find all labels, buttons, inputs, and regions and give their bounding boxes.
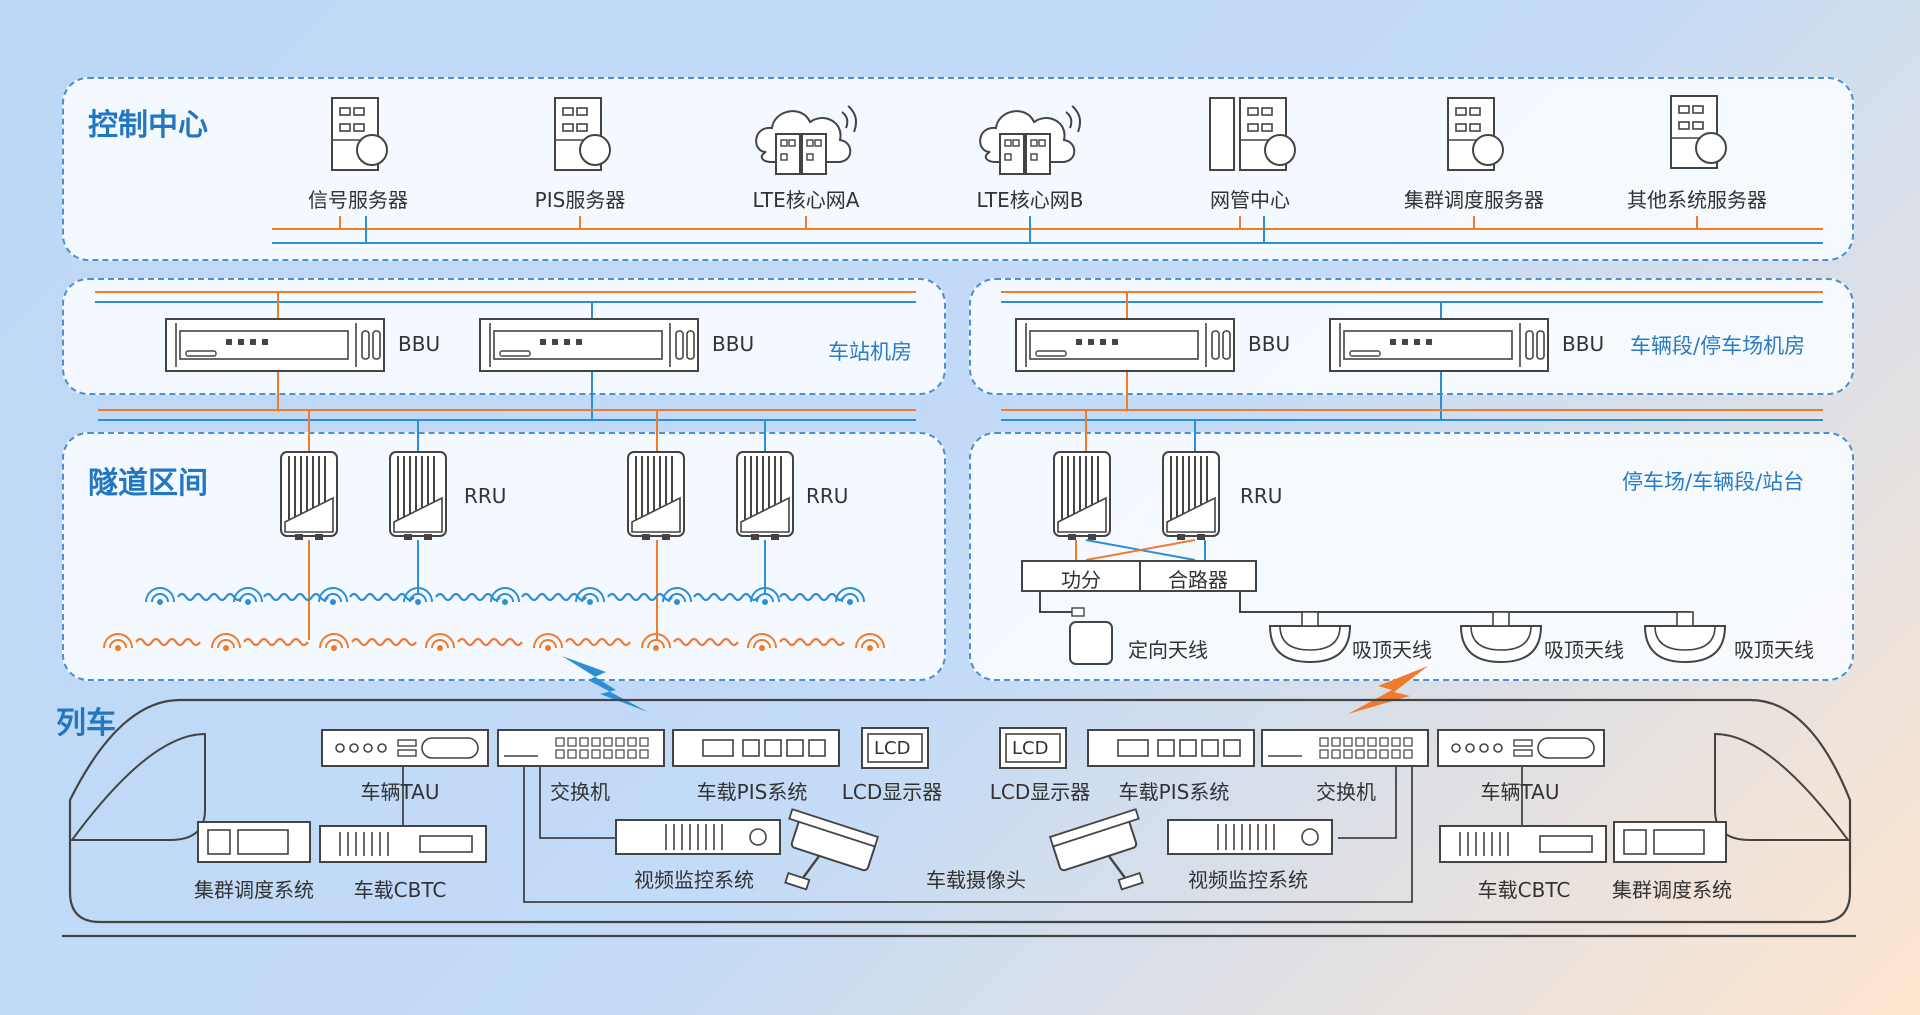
train-left-tau-label: 车辆TAU (360, 780, 440, 804)
train-left-cbtc-label: 车载CBTC (353, 878, 447, 902)
train-left-dispatch-label: 集群调度系统 (194, 878, 314, 902)
server-label-dispatch: 集群调度服务器 (1404, 188, 1544, 212)
rru-label: RRU (806, 484, 849, 508)
train-right-switch-label: 交换机 (1316, 780, 1376, 804)
train-left-pis-label: 车载PIS系统 (696, 780, 808, 804)
wireless-link-blue (562, 656, 648, 712)
rru-label: RRU (1240, 484, 1283, 508)
control-center-title: 控制中心 (88, 108, 208, 143)
ceiling-antenna-label: 吸顶天线 (1734, 638, 1814, 662)
train-right-tau-label: 车辆TAU (1480, 780, 1560, 804)
lcd-icon-text: LCD (874, 738, 911, 759)
bbu-label: BBU (398, 332, 441, 356)
directional-antenna-label: 定向天线 (1128, 638, 1208, 662)
server-label-pis: PIS服务器 (534, 188, 626, 212)
station-room-label: 车站机房 (828, 340, 912, 364)
bbu-label: BBU (1562, 332, 1605, 356)
server-label-other: 其他系统服务器 (1627, 188, 1767, 212)
server-label-signal: 信号服务器 (308, 188, 408, 212)
train-camera-label: 车载摄像头 (926, 868, 1026, 892)
splitter-label: 功分 (1061, 568, 1101, 592)
train-left-switch-label: 交换机 (550, 780, 610, 804)
tunnel-title: 隧道区间 (88, 466, 208, 501)
train-right-dispatch-label: 集群调度系统 (1612, 878, 1732, 902)
rru-label: RRU (464, 484, 507, 508)
train-left-lcd-label: LCD显示器 (841, 780, 943, 804)
server-label-nms: 网管中心 (1210, 188, 1290, 212)
server-label-lte-b: LTE核心网B (976, 188, 1084, 212)
train-right-lcd-label: LCD显示器 (989, 780, 1091, 804)
bbu-label: BBU (712, 332, 755, 356)
ceiling-antenna-label: 吸顶天线 (1352, 638, 1432, 662)
train-left-video-label: 视频监控系统 (634, 868, 754, 892)
train-right-pis-label: 车载PIS系统 (1118, 780, 1230, 804)
wireless-link-orange (1348, 666, 1428, 714)
train-title: 列车 (56, 706, 116, 741)
depot-area-label: 停车场/车辆段/站台 (1622, 470, 1805, 494)
server-label-lte-a: LTE核心网A (752, 188, 860, 212)
bbu-label: BBU (1248, 332, 1291, 356)
lcd-icon-text: LCD (1012, 738, 1049, 759)
ceiling-antenna-label: 吸顶天线 (1544, 638, 1624, 662)
train-right-video-label: 视频监控系统 (1188, 868, 1308, 892)
combiner-label: 合路器 (1168, 568, 1228, 592)
train-right-cbtc-label: 车载CBTC (1477, 878, 1571, 902)
depot-room-label: 车辆段/停车场机房 (1630, 334, 1806, 358)
